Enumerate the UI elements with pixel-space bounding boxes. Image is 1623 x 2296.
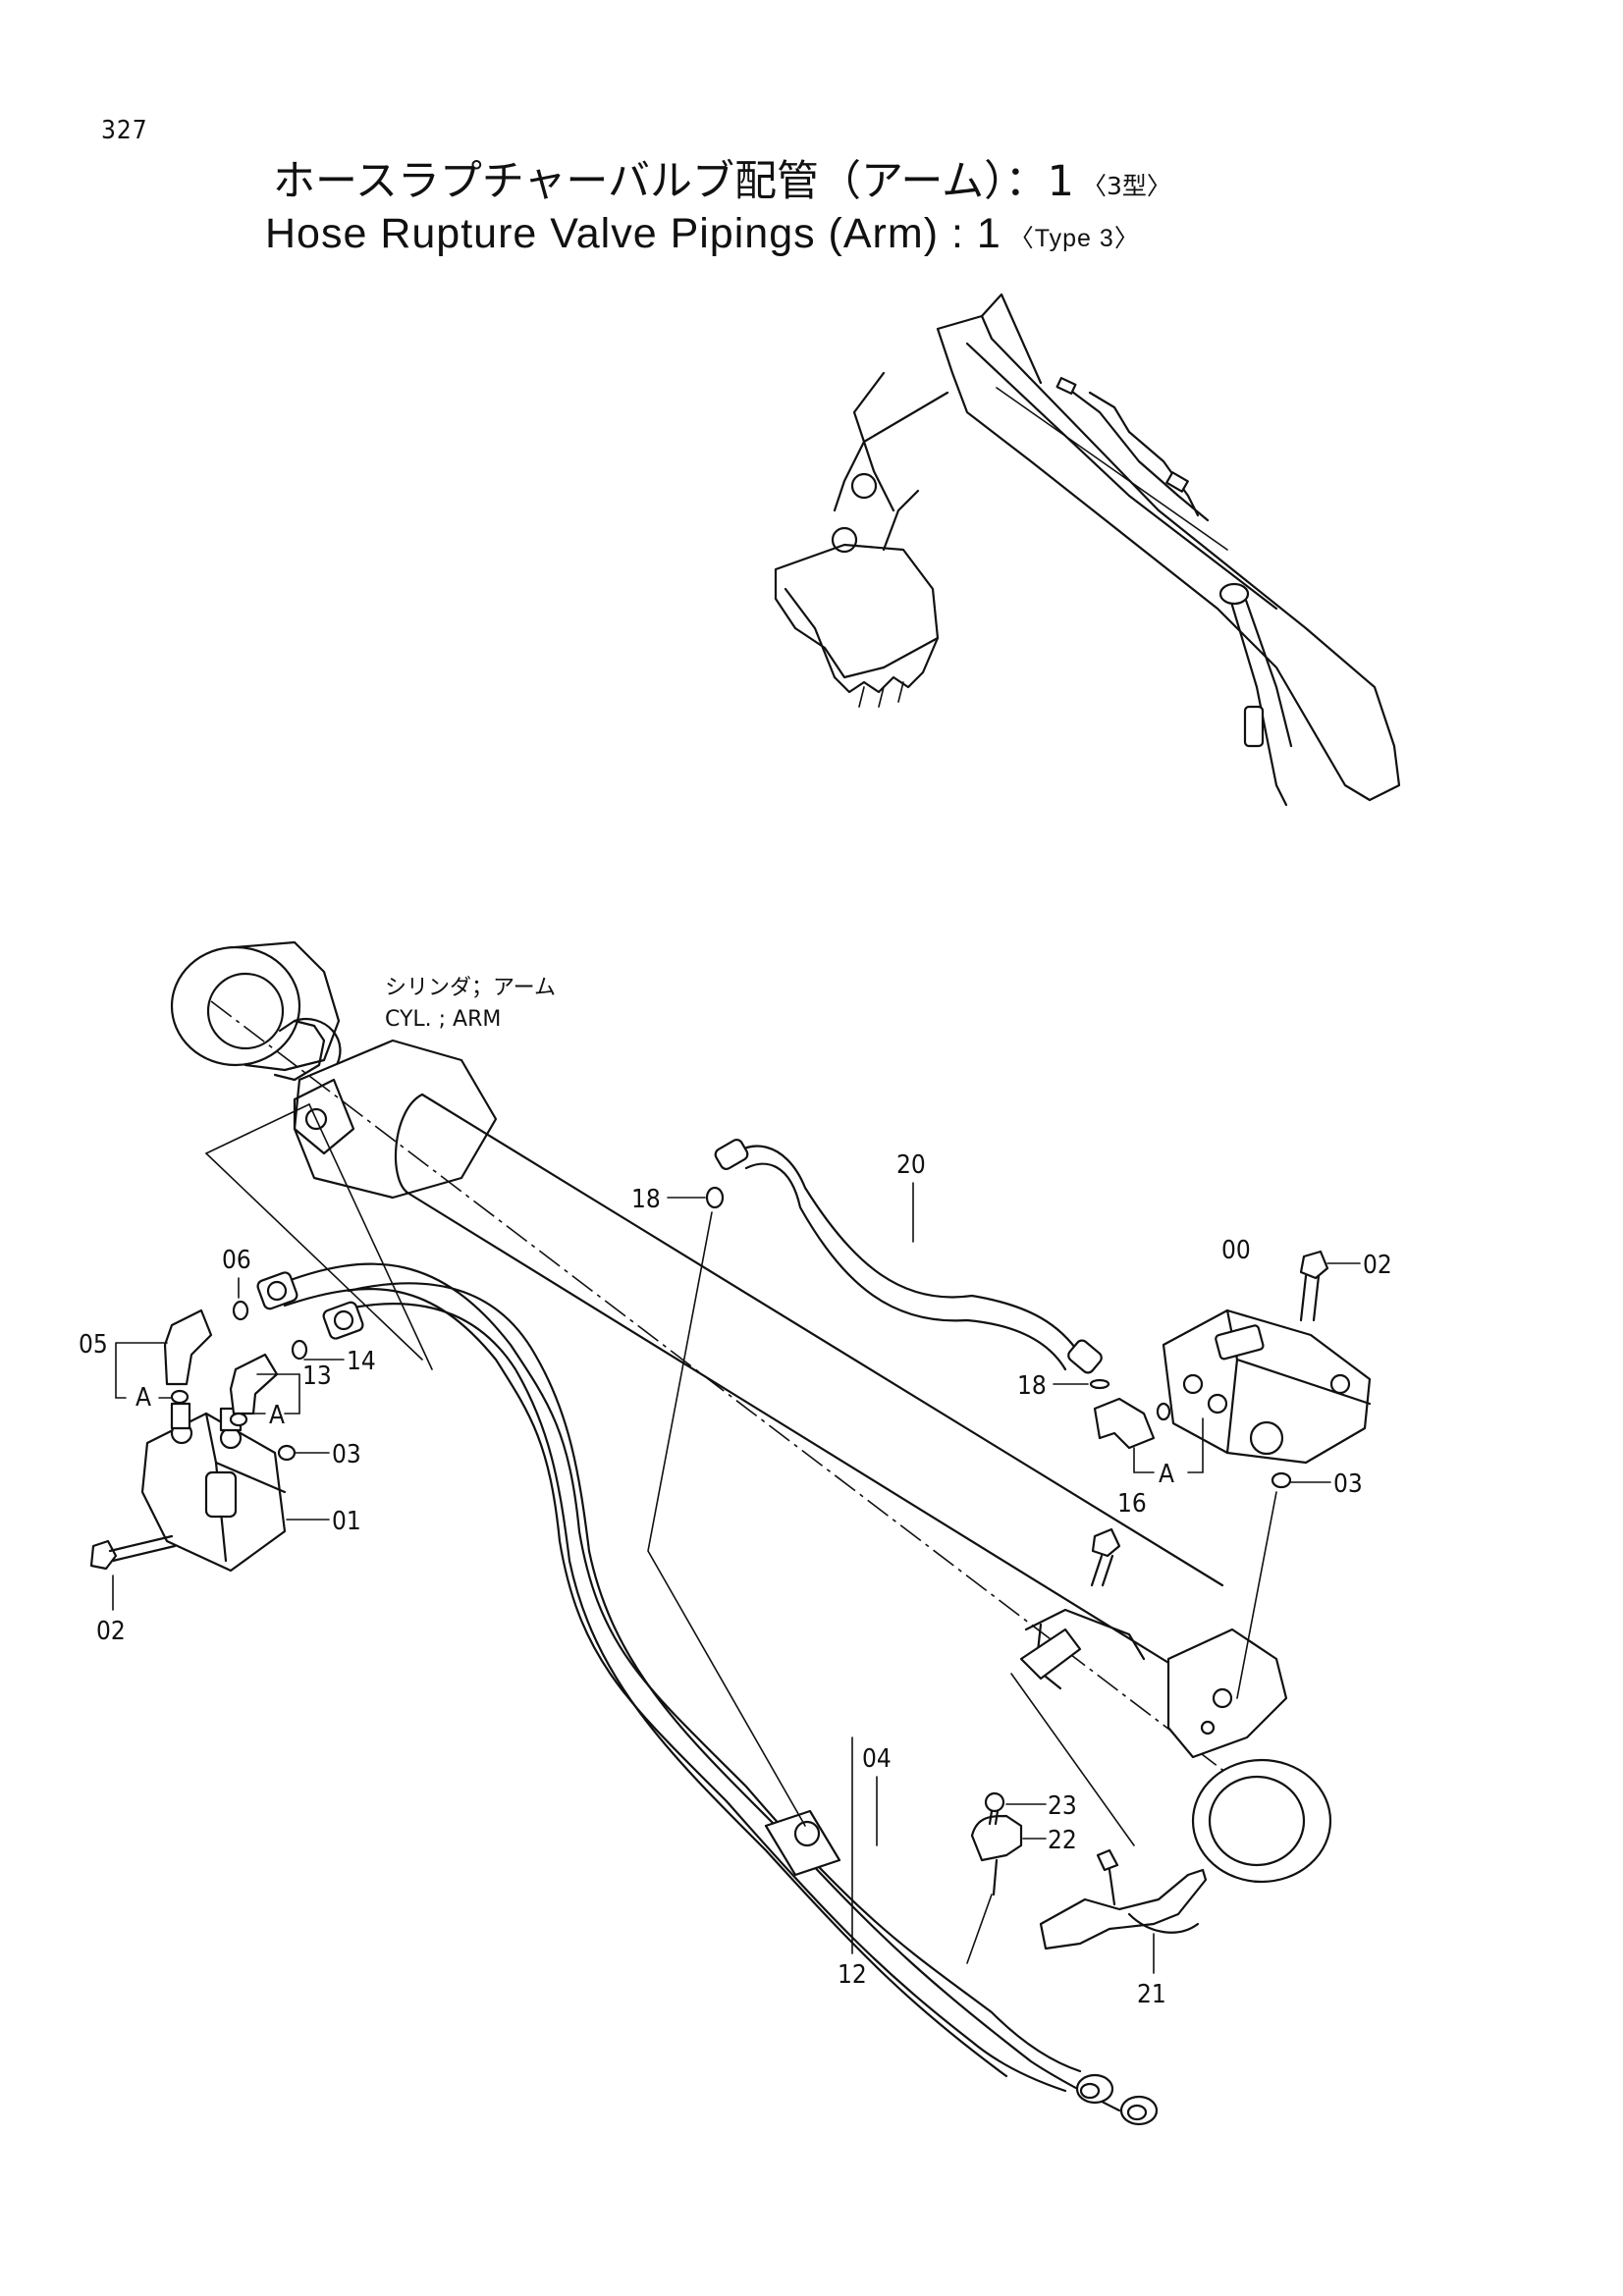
label-00: 00 (1221, 1236, 1251, 1265)
title-english-suffix: 〈Type 3〉 (1008, 224, 1140, 252)
pipe-assembly (256, 1262, 1159, 2126)
arm-cylinder (170, 940, 1332, 1884)
label-03-right: 03 (1333, 1469, 1363, 1499)
excavator-overview-illustration (774, 293, 1401, 807)
label-06: 06 (222, 1246, 251, 1275)
label-18-top: 18 (631, 1185, 661, 1214)
page-number: 327 (101, 116, 148, 145)
label-20: 20 (896, 1150, 926, 1180)
label-14: 14 (347, 1347, 376, 1376)
label-21: 21 (1137, 1980, 1166, 2009)
label-a-left: A (135, 1383, 151, 1413)
title-english: Hose Rupture Valve Pipings (Arm) : 1〈Typ… (265, 210, 1140, 258)
cylinder-note-english: CYL. ; ARM (385, 1007, 501, 1032)
cylinder-note: シリンダ；アーム CYL. ; ARM (385, 976, 556, 1032)
clamp-parts (970, 1791, 1208, 1950)
label-12: 12 (838, 1960, 867, 1990)
label-02-right: 02 (1363, 1251, 1392, 1280)
label-03-left: 03 (332, 1440, 361, 1469)
title-english-text: Hose Rupture Valve Pipings (Arm) : 1 (265, 210, 1001, 257)
hose-20 (714, 1139, 1103, 1374)
label-23: 23 (1048, 1791, 1077, 1821)
part-labels: 00 01 02 02 03 03 04 05 A 06 12 13 A 14 … (79, 1150, 1392, 2009)
label-01: 01 (332, 1507, 361, 1536)
assembly-lines (205, 1103, 1277, 1964)
title-japanese: ホースラプチャーバルブ配管（アーム）：1〈3型〉 (273, 147, 1171, 208)
label-22: 22 (1048, 1826, 1077, 1855)
label-04: 04 (862, 1744, 892, 1774)
label-02-left: 02 (96, 1617, 126, 1646)
label-13: 13 (302, 1362, 332, 1391)
rupture-valve-right (705, 1186, 1372, 1587)
title-japanese-text: ホースラプチャーバルブ配管（アーム）：1 (273, 157, 1074, 206)
label-16: 16 (1117, 1489, 1147, 1519)
cylinder-note-japanese: シリンダ；アーム (385, 976, 556, 1000)
label-a-right: A (1159, 1460, 1174, 1489)
label-a-mid: A (269, 1401, 285, 1430)
label-05: 05 (79, 1330, 108, 1360)
rupture-valve-left (89, 1300, 308, 1573)
title-japanese-suffix: 〈3型〉 (1081, 171, 1171, 200)
label-18-mid: 18 (1017, 1371, 1047, 1401)
